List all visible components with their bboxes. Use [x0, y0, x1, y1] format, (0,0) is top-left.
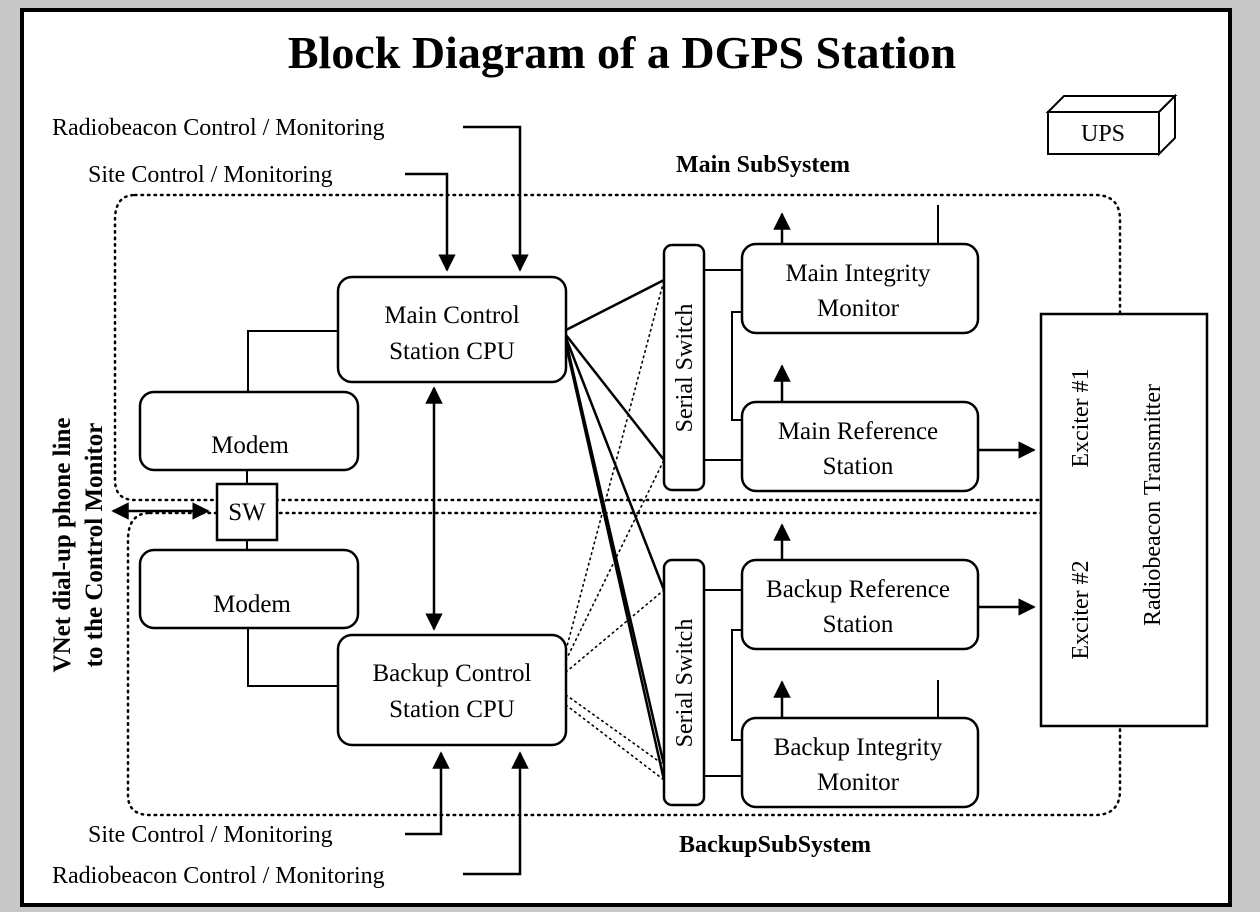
main-control-cpu-block: Main Control Station CPU — [336, 275, 568, 384]
main-subsystem-label: Main SubSystem — [676, 152, 850, 178]
right-margin — [1236, 0, 1260, 907]
radiobeacon-control-top-label: Radiobeacon Control / Monitoring — [52, 115, 385, 141]
backup-integrity-monitor-block: Backup Integrity Monitor — [740, 716, 980, 809]
backup-subsystem-label: BackupSubSystem — [679, 832, 871, 858]
backup-integrity-line2: Monitor — [817, 769, 900, 796]
site-control-top-label: Site Control / Monitoring — [88, 162, 333, 188]
site-top-arrow — [405, 172, 456, 272]
backup-reference-line1: Backup Reference — [766, 576, 950, 603]
exciter1-label: Exciter #1 — [1068, 368, 1094, 467]
main-integrity-line2: Monitor — [817, 295, 900, 322]
backup-subsystem-region — [126, 511, 1122, 817]
radiobeacon-bottom-arrow — [463, 751, 529, 876]
ups-block: UPS — [1045, 93, 1178, 157]
phone-line-label-line2: to the Control Monitor — [81, 423, 108, 668]
site-control-bottom-label: Site Control / Monitoring — [88, 822, 333, 848]
serial-switch-station-links — [704, 269, 742, 777]
main-cpu-line2: Station CPU — [389, 338, 515, 365]
sw-label: SW — [228, 499, 266, 526]
backup-reference-line2: Station — [823, 611, 894, 638]
modem-bottom-to-backup-cpu-line — [247, 628, 338, 687]
backup-control-cpu-block: Backup Control Station CPU — [336, 633, 568, 747]
backup-cpu-line2: Station CPU — [389, 696, 515, 723]
main-reference-line1: Main Reference — [778, 418, 938, 445]
left-margin — [0, 0, 20, 907]
serial-switch-bottom-block: Serial Switch — [662, 558, 706, 807]
ups-label: UPS — [1081, 121, 1125, 147]
radiobeacon-control-bottom-label: Radiobeacon Control / Monitoring — [52, 863, 385, 889]
main-integrity-line1: Main Integrity — [785, 260, 931, 287]
modem-top-label: Modem — [211, 432, 289, 459]
exciter2-label: Exciter #2 — [1068, 560, 1094, 659]
backup-integrity-line1: Backup Integrity — [774, 734, 943, 761]
main-reference-station-block: Main Reference Station — [740, 400, 980, 493]
site-bottom-arrow — [405, 751, 450, 836]
phone-line-label-line1: VNet dial-up phone line — [49, 418, 76, 673]
main-integrity-monitor-block: Main Integrity Monitor — [740, 242, 980, 335]
main-cpu-line1: Main Control — [384, 302, 519, 329]
phone-line-label: VNet dial-up phone line to the Control M… — [49, 418, 108, 673]
radiobeacon-transmitter-label: Radiobeacon Transmitter — [1140, 384, 1166, 626]
main-reference-line2: Station — [823, 453, 894, 480]
serial-switch-bottom-label: Serial Switch — [672, 619, 698, 748]
modem-top-block: Modem — [138, 390, 360, 472]
serial-switch-top-label: Serial Switch — [672, 304, 698, 433]
diagram-title: Block Diagram of a DGPS Station — [288, 27, 956, 78]
antenna-arrows — [773, 205, 939, 718]
modem-bottom-label: Modem — [213, 591, 291, 618]
radiobeacon-transmitter-block: Exciter #1 Exciter #2 Radiobeacon Transm… — [1039, 312, 1209, 728]
backup-reference-station-block: Backup Reference Station — [740, 558, 980, 651]
modem-bottom-block: Modem — [138, 548, 360, 630]
sw-block: SW — [215, 482, 279, 542]
modem-top-to-main-cpu-line — [247, 330, 338, 392]
backup-cpu-line1: Backup Control — [372, 660, 531, 687]
radiobeacon-top-arrow — [463, 125, 529, 272]
serial-switch-top-block: Serial Switch — [662, 243, 706, 492]
backup-cpu-serial-links — [565, 279, 665, 781]
